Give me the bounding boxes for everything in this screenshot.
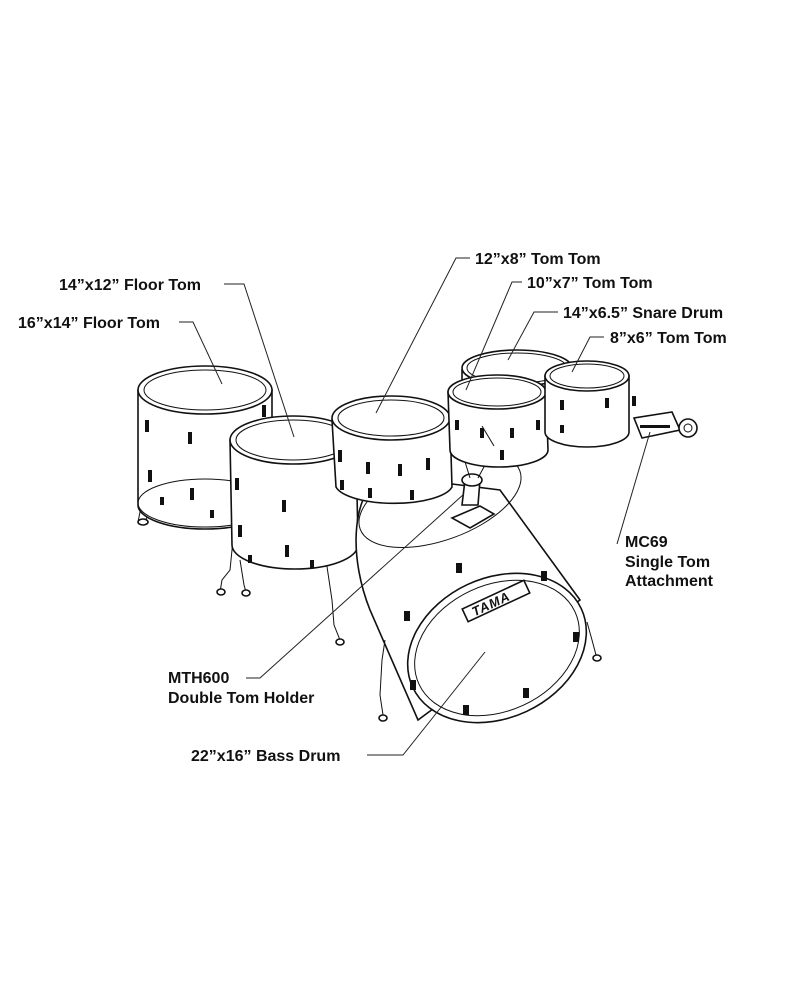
mth600-tom-holder: [450, 451, 496, 529]
tom-10-drum: [447, 374, 549, 468]
label-bass-drum: 22”x16” Bass Drum: [191, 748, 340, 765]
label-floor-tom-14: 14”x12” Floor Tom: [59, 277, 201, 294]
floor-tom-16-drum: [137, 365, 273, 530]
tom-12-drum: [331, 395, 453, 505]
label-mc69-line3: Attachment: [625, 573, 714, 590]
label-mc69-line2: Single Tom: [625, 554, 710, 571]
label-mth600-model: MTH600: [168, 670, 229, 687]
label-snare-14: 14”x6.5” Snare Drum: [563, 305, 723, 322]
label-mc69-model: MC69: [625, 534, 668, 551]
label-floor-tom-16: 16”x14” Floor Tom: [18, 315, 160, 332]
mc69-attachment: [632, 411, 698, 439]
label-tom-12: 12”x8” Tom Tom: [475, 251, 601, 268]
label-tom-10: 10”x7” Tom Tom: [527, 275, 653, 292]
label-mth600-line2: Double Tom Holder: [168, 690, 314, 707]
bass-drum: TAMA: [355, 451, 602, 724]
tom-8-drum: [544, 360, 636, 448]
leader-lines: [179, 257, 651, 756]
floor-tom-14-drum: [216, 415, 359, 646]
label-tom-8: 8”x6” Tom Tom: [610, 330, 727, 347]
